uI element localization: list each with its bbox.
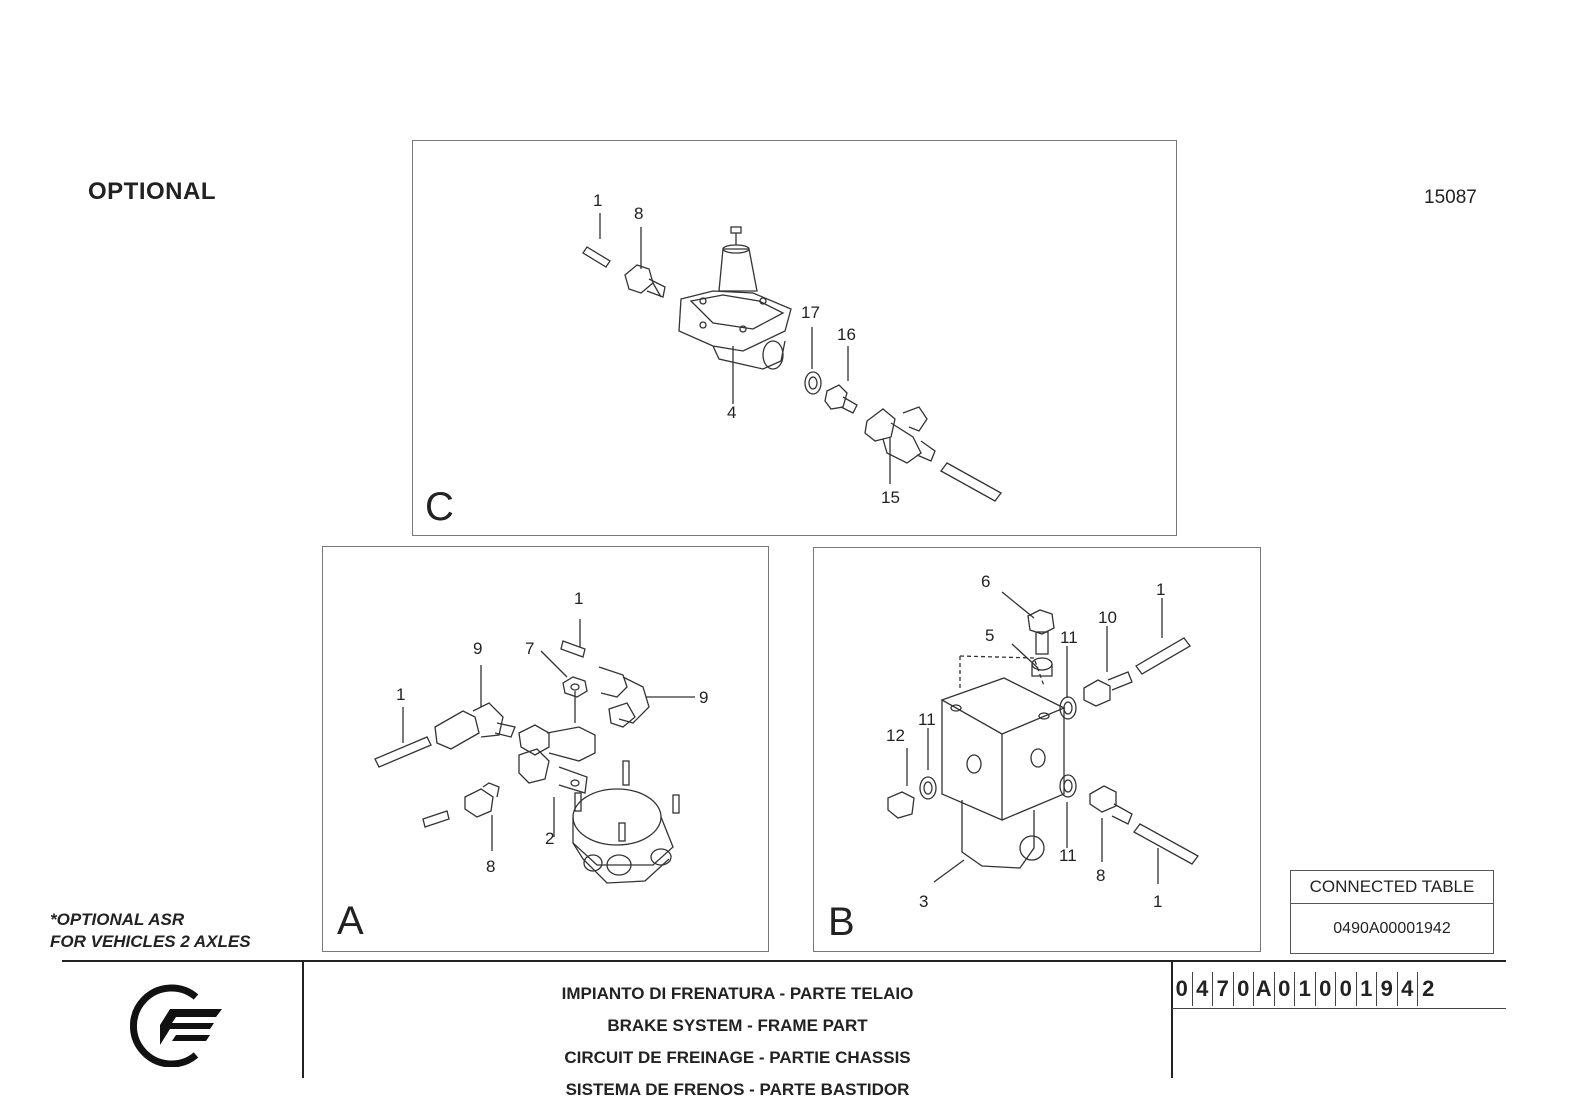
callout-11-left: 11: [918, 710, 936, 729]
callout-5: 5: [985, 626, 995, 645]
panel-c-drawing: [582, 213, 1002, 502]
callout-1-top: 1: [574, 589, 584, 608]
plug-icon: [887, 791, 915, 819]
title-block-titles: IMPIANTO DI FRENATURA - PARTE TELAIO BRA…: [304, 978, 1171, 1106]
pipe-icon: [1135, 637, 1191, 675]
sleeve-icon: [1031, 657, 1053, 677]
callout-1-bottom: 1: [1153, 892, 1163, 911]
company-logo-icon: [129, 983, 226, 1072]
callout-8: 8: [634, 204, 644, 223]
tee-fitting-icon: [864, 406, 936, 464]
title-block-rule: [62, 960, 1506, 962]
washer-icon: [804, 371, 822, 395]
tee-fitting-icon: [518, 724, 596, 794]
part-code-char: 0: [1316, 972, 1336, 1006]
pipe-icon: [422, 810, 450, 828]
part-code-char: 0: [1336, 972, 1357, 1006]
panel-b-drawing: [887, 591, 1199, 884]
part-code: 0 4 7 0 A 0 1 0 0 1 9 4 2: [1172, 972, 1439, 1008]
pipe-icon: [560, 640, 586, 658]
callout-6: 6: [981, 572, 991, 591]
part-code-underline: [1172, 1008, 1506, 1009]
nut-icon: [562, 676, 588, 698]
elbow-fitting-icon: [434, 702, 516, 750]
callout-3: 3: [919, 892, 929, 911]
callout-10: 10: [1098, 608, 1117, 627]
panel-letter-b: B: [828, 900, 855, 944]
part-code-char: 0: [1234, 972, 1254, 1006]
panel-letter-c: C: [425, 485, 454, 529]
part-code-char: A: [1254, 972, 1275, 1006]
title-block-divider: [302, 961, 304, 1078]
callout-1-top: 1: [1156, 580, 1166, 599]
fitting-icon: [824, 384, 858, 414]
panel-a: 1 9 7 1 9 2 8 A: [322, 546, 769, 952]
pipe-icon: [940, 462, 1002, 502]
callout-2: 2: [545, 829, 555, 848]
callout-7: 7: [525, 639, 535, 658]
modulator-block-icon: [940, 655, 1066, 869]
washer-icon: [919, 776, 937, 800]
note-line-2: FOR VEHICLES 2 AXLES: [50, 932, 251, 951]
callout-11-bottom: 11: [1059, 846, 1077, 865]
part-code-char: 9: [1377, 972, 1398, 1006]
title-italian: IMPIANTO DI FRENATURA - PARTE TELAIO: [561, 984, 914, 1003]
relay-valve-icon: [572, 760, 680, 884]
callout-12: 12: [886, 726, 905, 745]
bolt-icon: [1027, 609, 1055, 655]
part-code-char: 0: [1172, 972, 1193, 1006]
callout-9-left: 9: [473, 639, 483, 658]
pipe-icon: [374, 736, 432, 768]
drawing-number: 15087: [1424, 187, 1477, 208]
washer-icon: [1059, 696, 1077, 720]
panel-c: 1 8 17 16 4 15 C: [412, 140, 1177, 536]
washer-icon: [1059, 774, 1077, 798]
pressure-valve-icon: [678, 226, 792, 370]
connected-table: CONNECTED TABLE 0490A00001942: [1290, 870, 1494, 954]
callout-8: 8: [1096, 866, 1106, 885]
callout-9-right: 9: [699, 688, 709, 707]
part-code-char: 1: [1295, 972, 1316, 1006]
pipe-icon: [1133, 823, 1199, 865]
callout-1-left: 1: [396, 685, 406, 704]
optional-asr-note: *OPTIONAL ASR FOR VEHICLES 2 AXLES: [50, 909, 251, 953]
fitting-icon: [624, 264, 666, 298]
callout-15: 15: [881, 488, 900, 507]
callout-8: 8: [486, 857, 496, 876]
panel-letter-a: A: [337, 899, 364, 943]
callout-17: 17: [801, 303, 820, 322]
fitting-icon: [464, 782, 500, 818]
callout-11-top: 11: [1060, 628, 1078, 647]
elbow-fitting-icon: [598, 666, 650, 728]
panel-b: 6 5 11 10 1 12 11 11 8 3 1 B: [813, 547, 1261, 952]
callout-4: 4: [727, 403, 737, 422]
part-code-char: 4: [1398, 972, 1418, 1006]
part-code-char: 4: [1193, 972, 1213, 1006]
part-code-char: 2: [1422, 976, 1435, 1001]
fitting-icon: [1083, 671, 1133, 707]
note-line-1: *OPTIONAL ASR: [50, 910, 185, 929]
title-block-divider: [1171, 961, 1173, 1078]
pipe-icon: [582, 246, 611, 268]
part-code-char: 7: [1213, 972, 1234, 1006]
part-code-char: 1: [1357, 972, 1377, 1006]
panel-a-drawing: [374, 619, 695, 884]
part-code-char: 0: [1275, 972, 1295, 1006]
connected-table-value: 0490A00001942: [1333, 920, 1451, 937]
optional-label: OPTIONAL: [88, 178, 216, 205]
callout-16: 16: [837, 325, 856, 344]
callout-1: 1: [593, 191, 603, 210]
connected-table-header: CONNECTED TABLE: [1291, 871, 1493, 904]
title-english: BRAKE SYSTEM - FRAME PART: [607, 1016, 868, 1035]
title-french: CIRCUIT DE FREINAGE - PARTIE CHASSIS: [564, 1048, 911, 1067]
fitting-icon: [1089, 785, 1133, 825]
title-spanish: SISTEMA DE FRENOS - PARTE BASTIDOR: [565, 1080, 910, 1099]
